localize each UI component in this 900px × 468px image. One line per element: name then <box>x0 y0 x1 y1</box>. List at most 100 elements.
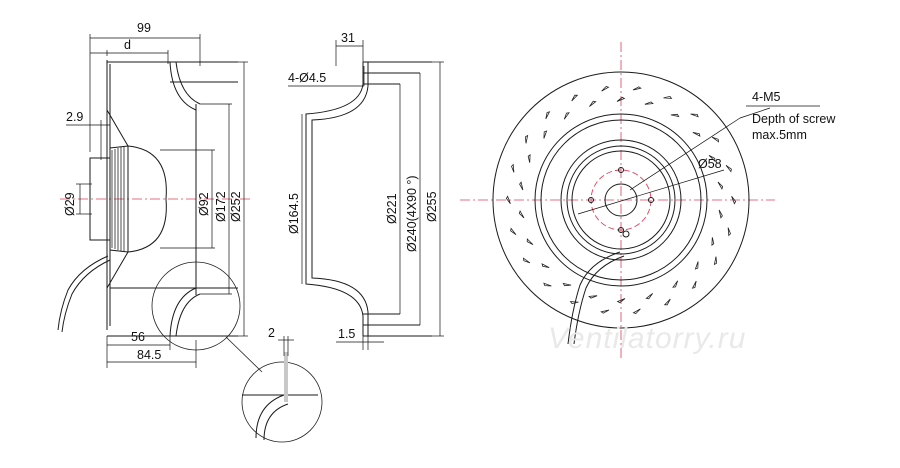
dim-2-label: 2 <box>268 326 275 340</box>
cone-top <box>106 109 129 147</box>
dim-29-label: Ø29 <box>63 192 77 216</box>
front-cable <box>567 251 621 345</box>
blade-mark <box>616 298 626 304</box>
dim-221-label: Ø221 <box>385 193 399 224</box>
front-view: 4-M5 Depth of screw max.5mm Ø58 <box>460 42 836 360</box>
detail-curve <box>255 394 285 439</box>
inlet-ring-inner <box>311 62 369 336</box>
ground-symbol <box>622 230 630 238</box>
dim-99-label: 99 <box>137 21 151 35</box>
blade-mark <box>725 164 732 173</box>
blade-mark <box>505 195 511 204</box>
shroud-curve-bottom-inner <box>175 293 201 337</box>
motor-ring <box>566 145 676 255</box>
d58-leader <box>577 169 725 215</box>
blade-mark <box>616 96 626 102</box>
blade-mark <box>511 163 515 173</box>
blade-mark <box>690 113 699 118</box>
detail-view: 2 <box>241 326 323 443</box>
blade-mark <box>541 263 550 268</box>
dim-d-label: d <box>124 38 131 52</box>
blade-mark <box>571 94 579 102</box>
blade-mark <box>670 113 680 118</box>
bolt-hole <box>618 227 624 233</box>
detail-curve <box>263 403 289 441</box>
bolt-hole <box>588 197 594 203</box>
cable <box>57 255 109 331</box>
blade-mark <box>562 282 572 287</box>
motor-outer <box>560 139 682 261</box>
d58-label: Ø58 <box>698 157 722 171</box>
blade-mark <box>545 111 551 120</box>
hub-circle <box>604 183 638 217</box>
impeller-outer <box>492 71 750 329</box>
blade-mark <box>663 298 671 306</box>
blade-mark <box>518 210 525 219</box>
shroud-curve-bottom <box>169 287 197 337</box>
dim-252-label: Ø252 <box>229 191 243 222</box>
screw-depth-line2: max.5mm <box>752 128 807 142</box>
blade-mark <box>563 112 570 120</box>
shroud-curve-top-inner <box>175 61 201 105</box>
screw-depth-line1: Depth of screw <box>752 112 836 126</box>
dim-31-label: 31 <box>341 31 355 45</box>
blade-mark <box>717 181 724 190</box>
blade-mark <box>543 130 548 139</box>
blade-mark <box>522 257 531 264</box>
dim-172-label: Ø172 <box>214 191 228 222</box>
blade-mark <box>519 181 524 191</box>
dim-255-label: Ø255 <box>425 191 439 222</box>
detail-leader <box>225 336 263 373</box>
side-view: 99 d 2.9 Ø29 Ø92 Ø172 Ø252 56 <box>57 21 263 373</box>
watermark: Ventilatorry.ru <box>548 322 746 355</box>
dim-164-5-label: Ø164.5 <box>287 193 301 234</box>
dim-84-5-label: 84.5 <box>137 348 161 362</box>
blade-mark <box>672 280 679 288</box>
blade-mark <box>645 293 653 300</box>
detail-magnified-circle <box>241 361 323 443</box>
blade-mark <box>713 256 718 266</box>
blade-mark <box>727 227 731 237</box>
blade-mark <box>692 132 701 137</box>
m5-label: 4-M5 <box>752 90 781 104</box>
blade-mark <box>524 134 529 144</box>
blade-mark <box>588 295 598 299</box>
shroud-curve-top <box>169 61 197 111</box>
blade-mark <box>543 282 552 287</box>
blade-mark <box>510 227 517 236</box>
bolt-hole <box>618 167 624 173</box>
blade-mark <box>526 238 534 245</box>
blade-mark <box>632 86 642 91</box>
dim-240-label: Ø240(4X90 °) <box>405 175 419 252</box>
inlet-ring-inner-circle <box>540 119 702 281</box>
blade-mark <box>718 209 723 219</box>
cone-bottom <box>106 251 129 289</box>
detail-gap <box>284 352 288 402</box>
holes-label: 4-Ø4.5 <box>288 71 326 85</box>
cable-2 <box>61 259 111 333</box>
blade-mark <box>600 309 610 314</box>
blade-mark <box>731 196 737 205</box>
bolt-hole <box>648 197 654 203</box>
dim-2-9-label: 2.9 <box>66 110 83 124</box>
motor-inner <box>571 150 671 250</box>
m5-leader-2 <box>739 107 771 119</box>
front-cable-2 <box>573 255 625 345</box>
inlet-ring-profile <box>305 62 364 336</box>
blade-marks <box>505 85 737 315</box>
blade-mark <box>711 237 715 247</box>
blade-mark <box>708 155 716 162</box>
dim-56-label: 56 <box>131 330 145 344</box>
blade-mark <box>711 136 720 143</box>
section-view: 31 4-Ø4.5 Ø164.5 Ø221 Ø240(4X90 °) Ø255 … <box>287 31 444 350</box>
blade-mark <box>691 280 697 289</box>
blade-mark <box>589 100 597 107</box>
blade-mark <box>644 101 654 105</box>
blade-mark <box>601 85 610 92</box>
motor-dome <box>127 145 167 253</box>
blade-mark <box>527 153 531 163</box>
motor-ring <box>109 145 129 253</box>
m5-leader <box>629 117 741 191</box>
